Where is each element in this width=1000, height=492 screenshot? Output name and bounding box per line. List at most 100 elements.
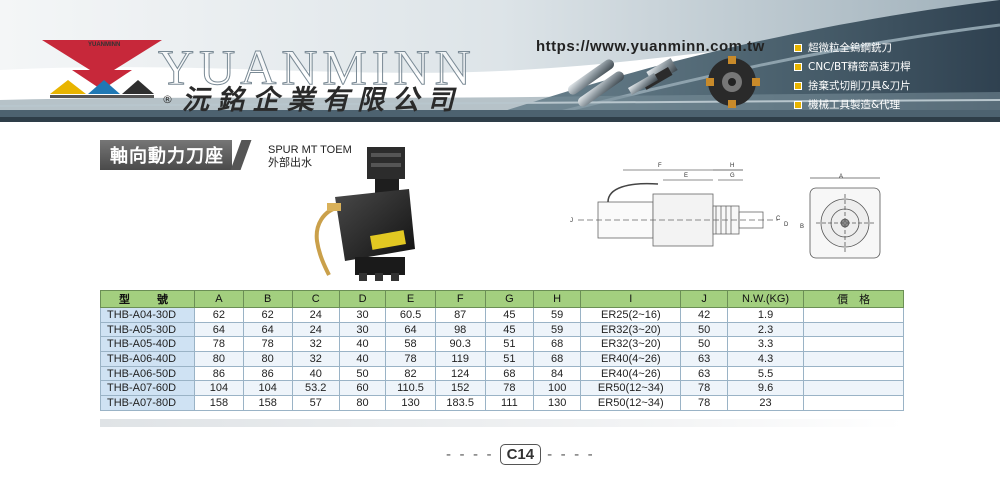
table-cell: 63 <box>680 365 728 382</box>
table-cell: ER40(4~26) <box>580 365 682 382</box>
table-cell: 80 <box>338 395 387 411</box>
service-item: 超微粒全鎢鋼銑刀 <box>794 38 911 57</box>
table-cell: 78 <box>242 336 293 353</box>
table-cell: 32 <box>291 336 340 353</box>
table-cell: 59 <box>533 307 582 323</box>
table-cell: 42 <box>680 307 728 323</box>
table-cell: 78 <box>484 380 535 397</box>
table-cell: 104 <box>194 380 244 397</box>
table-cell <box>803 336 904 353</box>
model-cell: THB-A07-60D <box>100 380 195 397</box>
table-cell: 53.2 <box>291 380 340 397</box>
model-cell: THB-A05-30D <box>100 321 195 338</box>
model-cell: THB-A06-50D <box>100 365 195 382</box>
table-cell <box>803 321 904 338</box>
table-cell: 24 <box>291 321 340 338</box>
table-cell: 51 <box>484 336 535 353</box>
table-cell: 45 <box>484 321 535 338</box>
table-header-cell: D <box>338 290 387 308</box>
table-under-bar <box>100 419 904 427</box>
dimension-label-e: E <box>684 173 689 179</box>
table-cell <box>803 307 904 323</box>
table-cell: 86 <box>242 365 293 382</box>
table-header-cell: H <box>533 290 582 308</box>
brand-english-name: YUANMINN <box>158 39 476 95</box>
table-cell: 58 <box>385 336 436 353</box>
table-cell: 90.3 <box>434 336 486 353</box>
square-bullet-icon <box>794 81 802 90</box>
service-list: 超微粒全鎢鋼銑刀 CNC/BT精密高速刀桿 捨棄式切削刀具&刀片 機械工具製造&… <box>794 38 911 114</box>
table-cell: 45 <box>484 307 535 323</box>
table-cell: 40 <box>338 351 387 367</box>
model-cell: THB-A07-80D <box>100 395 195 411</box>
side-view-drawing <box>578 169 778 247</box>
tool-product-images <box>567 56 760 108</box>
table-cell: 64 <box>194 321 244 338</box>
table-cell: 78 <box>680 380 728 397</box>
table-cell: 68 <box>484 365 535 382</box>
table-header-cell: N.W.(KG) <box>726 290 805 308</box>
table-cell: 98 <box>434 321 486 338</box>
table-cell: 60 <box>338 380 387 397</box>
table-cell: 80 <box>194 351 244 367</box>
table-cell: 111 <box>484 395 535 411</box>
table-header-cell: A <box>194 290 244 308</box>
table-cell: 68 <box>533 351 582 367</box>
table-cell: 78 <box>680 395 728 411</box>
tool-holder-icon <box>628 57 678 95</box>
table-cell: 62 <box>194 307 244 323</box>
square-bullet-icon <box>794 62 802 71</box>
table-cell: 1.9 <box>726 307 805 323</box>
section-title-bar: 軸向動力刀座 <box>100 140 252 170</box>
table-cell: 2.3 <box>726 321 805 338</box>
table-cell: ER32(3~20) <box>580 321 682 338</box>
table-cell: 124 <box>434 365 486 382</box>
table-cell: 84 <box>533 365 582 382</box>
table-cell: 80 <box>242 351 293 367</box>
table-cell: ER25(2~16) <box>580 307 682 323</box>
dimension-label-a: A <box>839 174 844 180</box>
table-cell: ER50(12~34) <box>580 380 682 397</box>
table-cell: 64 <box>242 321 293 338</box>
section-title: 軸向動力刀座 <box>110 146 224 167</box>
end-mill-icon <box>567 59 625 107</box>
table-cell: 32 <box>291 351 340 367</box>
service-item: CNC/BT精密高速刀桿 <box>794 57 911 76</box>
table-cell: 60.5 <box>385 307 436 323</box>
company-logo <box>42 40 162 98</box>
dimension-label-j: J <box>570 218 573 224</box>
dimension-label-b: B <box>800 224 805 230</box>
table-header-cell: B <box>242 290 293 308</box>
table-cell: 50 <box>338 365 387 382</box>
model-cell: THB-A04-30D <box>100 307 195 323</box>
subtitle-chinese: 外部出水 <box>268 157 312 169</box>
logo-small-text: YUANMINN <box>88 42 121 48</box>
table-cell: 82 <box>385 365 436 382</box>
table-cell: 183.5 <box>434 395 486 411</box>
front-view-drawing <box>809 177 881 259</box>
dimension-label-c: C <box>776 216 781 222</box>
table-cell: 130 <box>533 395 582 411</box>
table-cell: 57 <box>291 395 340 411</box>
model-cell: THB-A05-40D <box>100 336 195 353</box>
square-bullet-icon <box>794 100 802 109</box>
dimension-label-h: H <box>730 163 735 169</box>
table-cell: ER50(12~34) <box>580 395 682 411</box>
table-cell: 5.5 <box>726 365 805 382</box>
table-header-cell: G <box>484 290 535 308</box>
table-cell: 30 <box>338 321 387 338</box>
table-cell: 3.3 <box>726 336 805 353</box>
page-number-label: C14 <box>499 444 542 465</box>
table-cell: 68 <box>533 336 582 353</box>
table-cell <box>803 351 904 367</box>
table-cell: 78 <box>194 336 244 353</box>
table-cell: 158 <box>242 395 293 411</box>
service-item: 機械工具製造&代理 <box>794 95 911 114</box>
website-url[interactable]: https://www.yuanminn.com.tw <box>536 38 765 55</box>
